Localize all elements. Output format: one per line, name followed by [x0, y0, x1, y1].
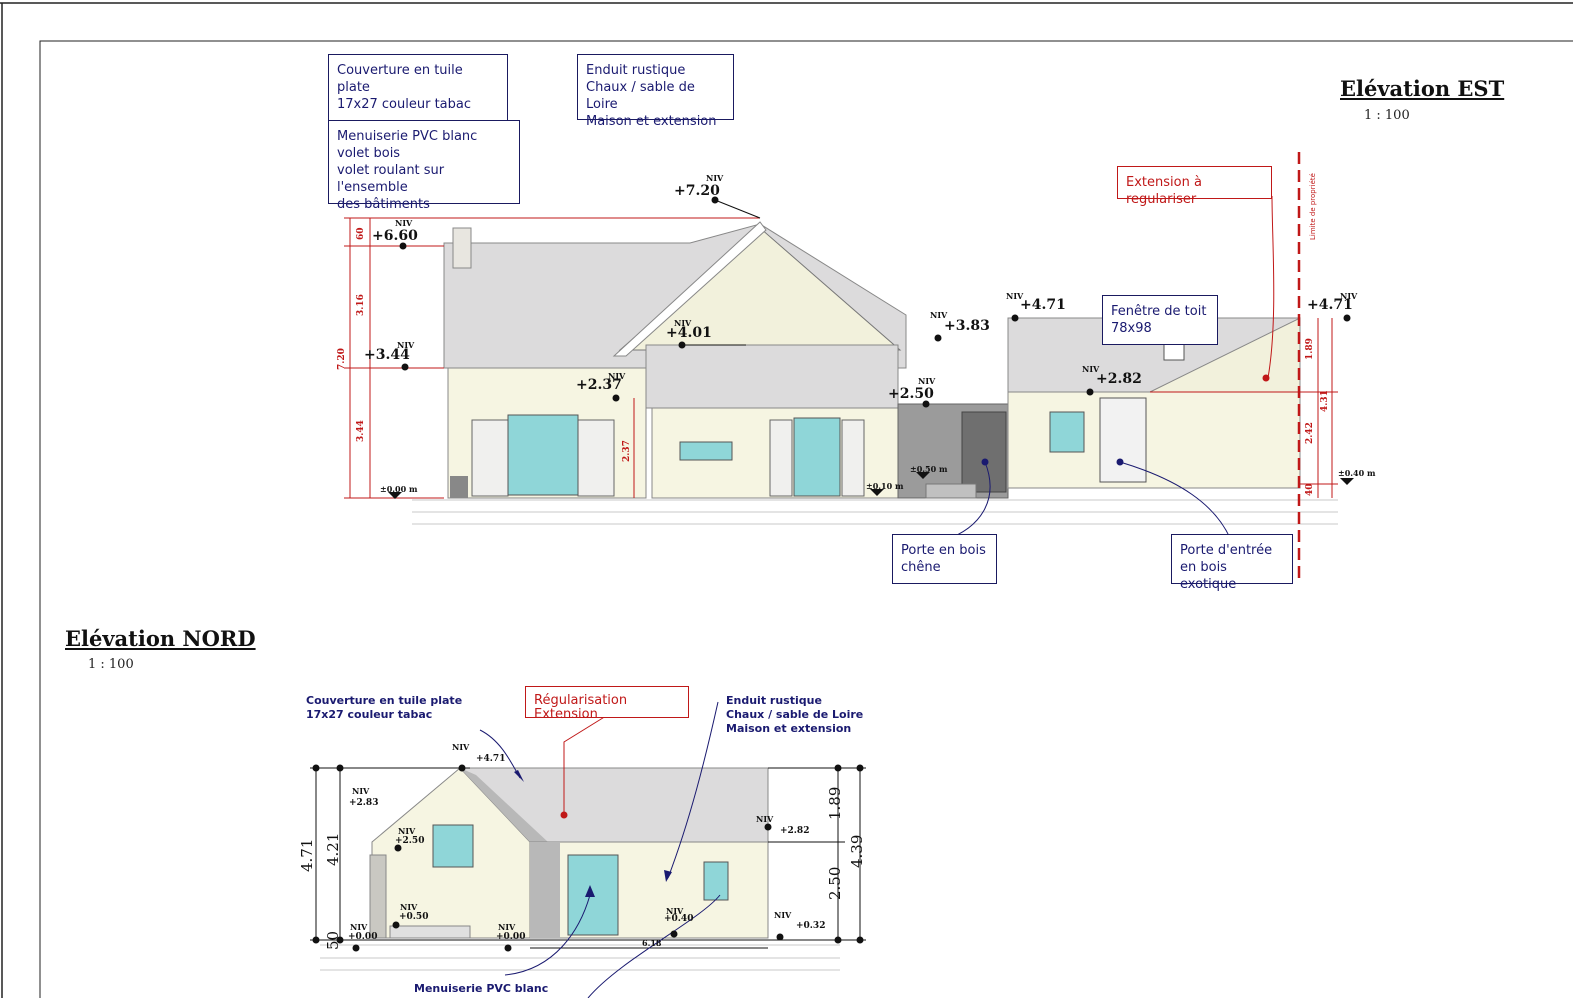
nord-dim-250: 2.50 — [826, 866, 844, 900]
est-level-401: +4.01 — [666, 325, 712, 341]
nord-level-050: +0.50 — [399, 912, 429, 922]
nord-note-menuiserie: Menuiserie PVC blanc — [414, 982, 549, 995]
nord-dim-421: 4.21 — [324, 832, 342, 866]
est-limite-propriete: Limite de propriété — [1309, 173, 1317, 240]
nord-dim-439: 4.39 — [848, 834, 866, 868]
est-dim-189: 1.89 — [1305, 338, 1315, 360]
niv-label: NIV — [1340, 291, 1358, 301]
est-note-porte-bois: Porte en bois chêne — [892, 534, 997, 584]
niv-label: NIV — [608, 371, 626, 381]
niv-label: NIV — [756, 814, 774, 824]
est-dim-60: 60 — [356, 227, 366, 240]
nord-dim-471: 4.71 — [298, 838, 316, 872]
est-level-282: +2.82 — [1096, 371, 1142, 387]
est-level-237: +2.37 — [576, 377, 622, 393]
est-dim-242: 2.42 — [1305, 422, 1315, 444]
est-title: Elévation EST — [1340, 76, 1505, 101]
est-level-050: ±0.50 m — [910, 464, 948, 474]
est-level-471a: +4.71 — [1020, 297, 1066, 313]
nord-dim-50: 50 — [324, 930, 342, 950]
est-dim-40: 40 — [1305, 483, 1315, 496]
est-dim-316: 3.16 — [356, 294, 366, 316]
niv-label: NIV — [774, 910, 792, 920]
niv-label: NIV — [395, 218, 413, 228]
niv-label: NIV — [350, 922, 368, 932]
est-note-porte-entree: Porte d'entrée en bois exotique — [1171, 534, 1293, 592]
elevation-est-drawing — [344, 152, 1354, 580]
niv-label: NIV — [397, 340, 415, 350]
nord-level-283: +2.83 — [349, 798, 379, 808]
est-level-250: +2.50 — [888, 386, 934, 402]
niv-label: NIV — [400, 902, 418, 912]
niv-label: NIV — [452, 742, 470, 752]
niv-label: NIV — [674, 318, 692, 328]
est-dim-344: 3.44 — [356, 420, 366, 442]
est-scale: 1 : 100 — [1364, 108, 1410, 123]
est-dim-431: 4.31 — [1320, 390, 1330, 412]
est-dim-720: 7.20 — [337, 348, 347, 370]
est-note-enduit: Enduit rustique Chaux / sable de Loire M… — [577, 54, 734, 129]
est-level-040: ±0.40 m — [1338, 468, 1376, 478]
nord-level-032: +0.32 — [796, 921, 826, 931]
est-dim-237: 2.37 — [622, 440, 632, 462]
est-note-couverture: Couverture en tuile plate 17x27 couleur … — [328, 54, 508, 122]
est-level-720: +7.20 — [674, 183, 720, 199]
niv-label: NIV — [1082, 364, 1100, 374]
nord-level-000b: +0.00 — [496, 932, 526, 942]
niv-label: NIV — [930, 310, 948, 320]
niv-label: NIV — [498, 922, 516, 932]
niv-label: NIV — [398, 826, 416, 836]
est-level-660: +6.60 — [372, 228, 418, 244]
niv-label: NIV — [666, 906, 684, 916]
est-level-000: ±0.00 m — [380, 484, 418, 494]
est-note-menuiserie: Menuiserie PVC blanc volet bois volet ro… — [328, 120, 520, 212]
nord-dim-189: 1.89 — [826, 786, 844, 820]
est-note-fenetre-toit: Fenêtre de toit 78x98 — [1102, 295, 1218, 345]
niv-label: NIV — [918, 376, 936, 386]
nord-note-couverture: Couverture en tuile plate 17x27 couleur … — [306, 694, 463, 721]
est-note-extension: Extension à regulariser — [1117, 166, 1272, 207]
nord-dim-618: 6.18 — [642, 938, 662, 948]
nord-scale: 1 : 100 — [88, 657, 134, 672]
niv-label: NIV — [706, 173, 724, 183]
est-level-383: +3.83 — [944, 318, 990, 334]
est-level-471b: +4.71 — [1307, 297, 1353, 313]
nord-note-regularisation: Régularisation Extension — [525, 686, 689, 722]
elevation-nord-drawing — [310, 701, 866, 998]
nord-title: Elévation NORD — [65, 626, 256, 651]
nord-level-250: +2.50 — [395, 836, 425, 846]
nord-level-282: +2.82 — [780, 826, 810, 836]
est-level-344: +3.44 — [364, 347, 410, 363]
nord-level-040: +0.40 — [664, 914, 694, 924]
est-level-010: ±0.10 m — [866, 481, 904, 491]
nord-level-000a: +0.00 — [348, 932, 378, 942]
nord-level-471: +4.71 — [476, 754, 506, 764]
niv-label: NIV — [1006, 291, 1024, 301]
nord-note-enduit: Enduit rustique Chaux / sable de Loire M… — [726, 694, 864, 735]
niv-label: NIV — [352, 786, 370, 796]
